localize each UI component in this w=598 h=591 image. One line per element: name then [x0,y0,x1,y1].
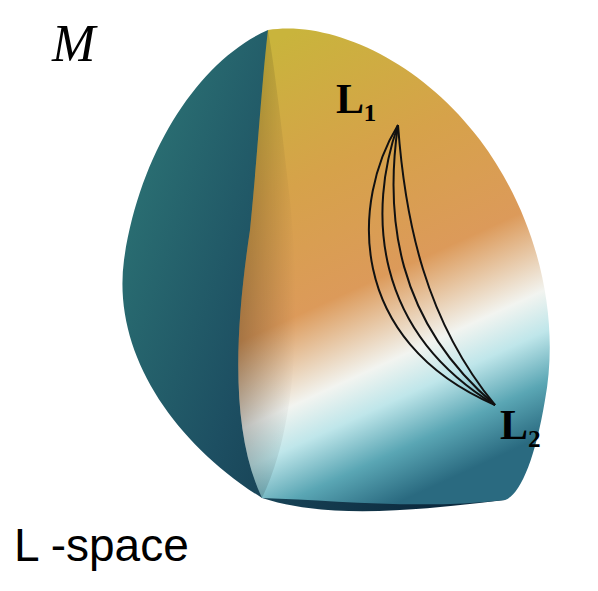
paths-between-points [369,125,495,405]
manifold-symbol: M [52,18,95,70]
space-label: L -space [14,522,189,568]
path-curve [369,125,495,405]
path-curve [393,125,495,405]
point-label: L₂ [500,404,541,446]
path-curve [398,125,495,405]
path-curve [382,125,495,405]
surface-shading [238,30,295,498]
surface-inside [238,28,549,504]
point-label: L₁ [336,78,377,120]
